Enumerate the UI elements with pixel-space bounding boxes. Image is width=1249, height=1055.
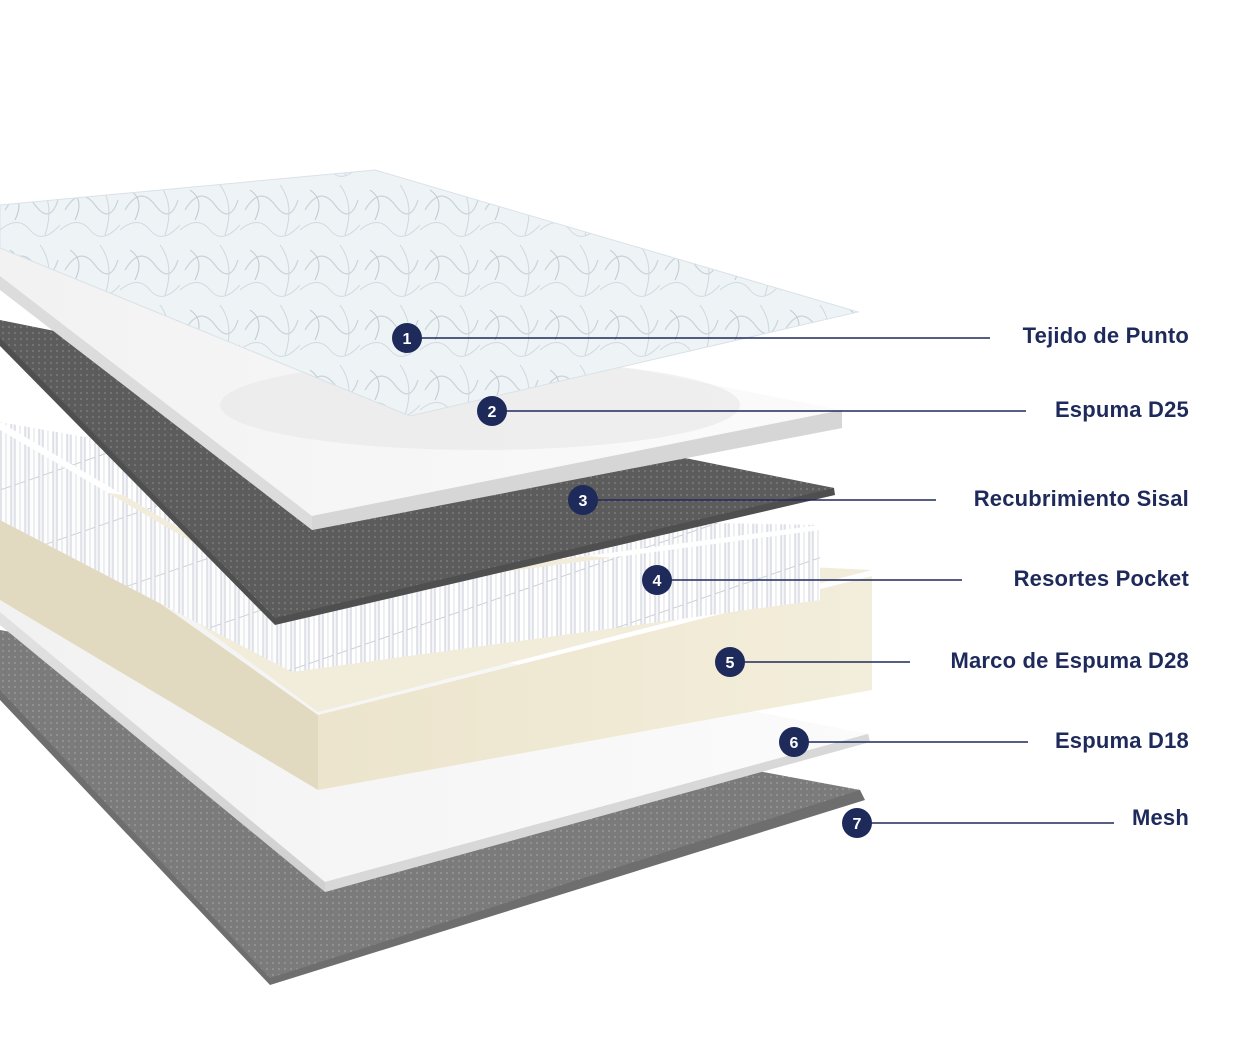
layer-badge-1: 1 — [392, 323, 422, 353]
svg-text:5: 5 — [726, 655, 735, 672]
layer-badge-7: 7 — [842, 808, 872, 838]
layer-badge-6: 6 — [779, 727, 809, 757]
layer-label-2: Espuma D25 — [1054, 397, 1189, 422]
svg-text:7: 7 — [853, 816, 862, 833]
layer-badge-2: 2 — [477, 396, 507, 426]
layer-label-5: Marco de Espuma D28 — [950, 648, 1189, 673]
layer-badge-3: 3 — [568, 485, 598, 515]
layer-label-3: Recubrimiento Sisal — [973, 486, 1189, 511]
layer-knit-fabric — [0, 169, 860, 417]
layer-label-4: Resortes Pocket — [1013, 566, 1189, 591]
layer-label-6: Espuma D18 — [1054, 728, 1189, 753]
layer-badge-5: 5 — [715, 647, 745, 677]
svg-text:1: 1 — [403, 331, 412, 348]
svg-text:4: 4 — [653, 573, 662, 590]
svg-text:6: 6 — [790, 735, 799, 752]
layer-badge-4: 4 — [642, 565, 672, 595]
svg-text:3: 3 — [579, 493, 588, 510]
svg-text:2: 2 — [488, 404, 497, 421]
layer-label-1: Tejido de Punto — [1022, 323, 1189, 348]
layer-label-7: Mesh — [1131, 805, 1189, 830]
callout-badges: 1 2 3 4 5 6 7 — [392, 323, 872, 838]
callout-leaders — [407, 337, 1114, 824]
